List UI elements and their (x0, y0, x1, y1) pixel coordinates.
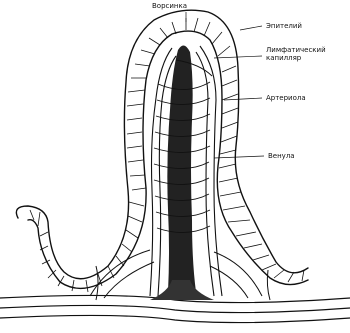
label-lymph-capillary-line2: капилляр (266, 54, 301, 62)
label-villus: Ворсинка (152, 2, 187, 10)
epithelium-outline (16, 10, 308, 288)
epithelium-outer-contour (16, 10, 308, 279)
label-arteriole: Артериола (266, 94, 306, 102)
label-venule: Венула (268, 152, 295, 160)
label-lymph-capillary-line1: Лимфатический (266, 46, 326, 54)
epithelial-cells (30, 18, 304, 292)
label-epithelium: Эпителий (266, 22, 302, 30)
